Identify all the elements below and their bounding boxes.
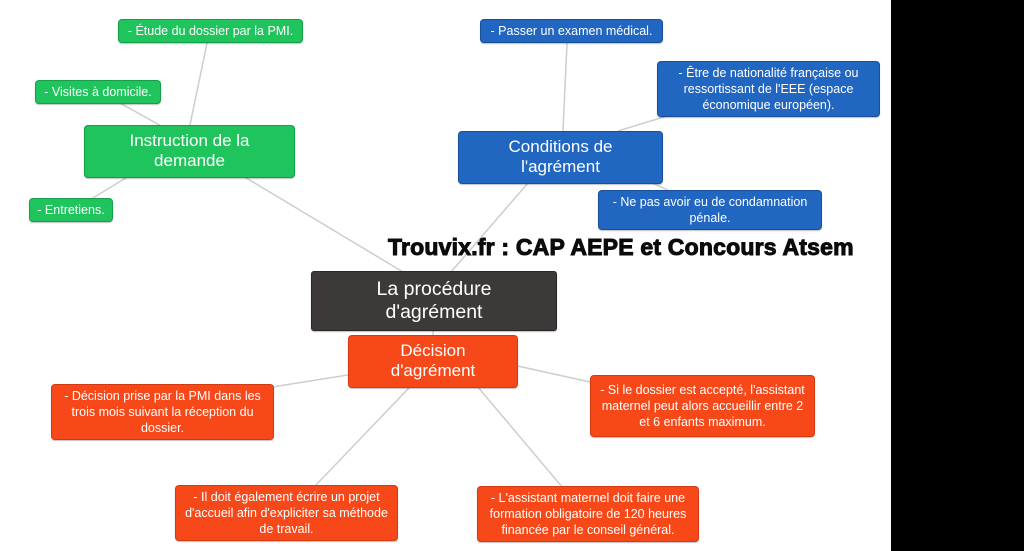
node-visites-domicile[interactable]: - Visites à domicile. (35, 80, 161, 104)
edge-decision-si-dossier (512, 364, 591, 383)
node-decision-agrement[interactable]: Décision d'agrément (348, 335, 518, 388)
node-entretiens[interactable]: - Entretiens. (29, 198, 113, 222)
node-nationalite[interactable]: - Être de nationalité française ou resso… (657, 61, 880, 117)
node-examen-medical[interactable]: - Passer un examen médical. (480, 19, 663, 43)
node-conditions-agrement[interactable]: Conditions de l'agrément (458, 131, 663, 184)
edge-instruction-visites (119, 102, 164, 128)
node-root-procedure-agrement[interactable]: La procédure d'agrément (311, 271, 557, 331)
watermark-title: Trouvix.fr : CAP AEPE et Concours Atsem (388, 234, 855, 261)
node-si-dossier-accepte[interactable]: - Si le dossier est accepté, l'assistant… (590, 375, 815, 437)
node-etude-dossier[interactable]: - Étude du dossier par la PMI. (118, 19, 303, 43)
node-formation-obligatoire[interactable]: - L'assistant maternel doit faire une fo… (477, 486, 699, 542)
edge-conditions-examen (562, 42, 568, 132)
edge-instruction-etude (189, 42, 208, 126)
node-decision-pmi[interactable]: - Décision prise par la PMI dans les tro… (51, 384, 274, 440)
node-instruction-demande[interactable]: Instruction de la demande (84, 125, 295, 178)
node-condamnation-penale[interactable]: - Ne pas avoir eu de condamnation pénale… (598, 190, 822, 230)
node-projet-accueil[interactable]: - Il doit également écrire un projet d'a… (175, 485, 398, 541)
right-black-bar (891, 0, 1024, 551)
